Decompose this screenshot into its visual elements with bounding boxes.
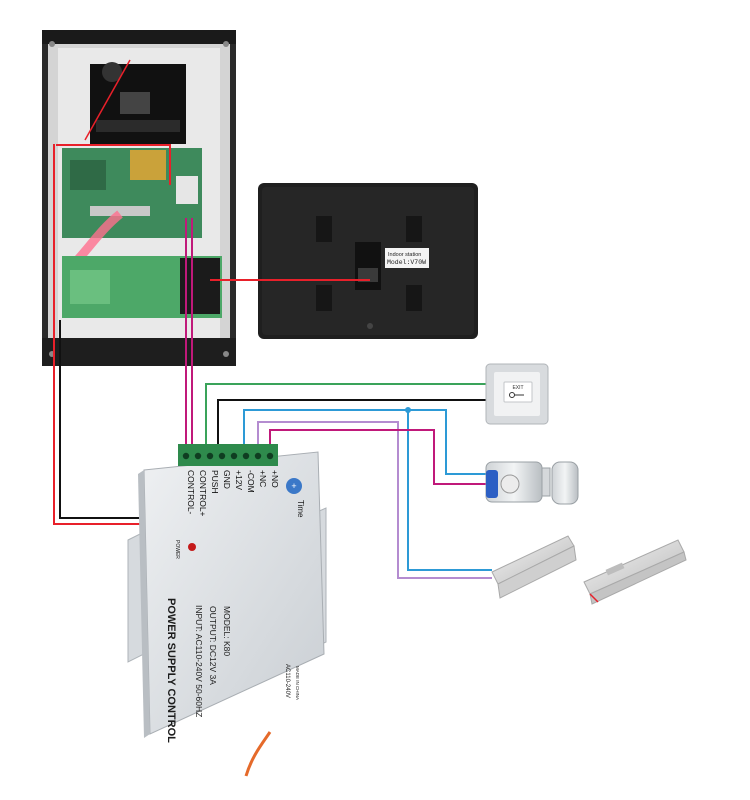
- psu-output: OUTPUT: DC12V 3A: [208, 606, 218, 685]
- terminal-plus12v: +12V: [234, 470, 244, 490]
- terminal-com: -COM: [246, 470, 256, 493]
- exit-label: EXIT: [512, 385, 523, 391]
- wire-blue-locks: [243, 409, 486, 475]
- exit-button: EXIT: [485, 363, 549, 425]
- indoor-monitor: Indoor station Model:V70W: [258, 183, 478, 339]
- wire-lilac-maglock: [257, 421, 492, 579]
- psu-ac-label: AC110-240V: [284, 664, 290, 698]
- wire-blue-maglock: [407, 410, 492, 571]
- power-supply-unit: CONTROL- CONTROL+ PUSH GND +12V -COM +NC…: [127, 444, 327, 743]
- mains-cable: [244, 731, 272, 777]
- terminal-push: PUSH: [210, 470, 220, 494]
- psu-made-in: MADE IN CHINA: [295, 666, 300, 700]
- outdoor-station: [42, 30, 236, 366]
- terminal-gnd: GND: [222, 470, 232, 489]
- psu-input: INPUT: AC110-240V 50-60HZ: [194, 605, 204, 717]
- time-label: Time: [296, 500, 305, 518]
- terminal-control-pos: CONTROL+: [198, 470, 208, 517]
- terminal-control-neg: CONTROL-: [186, 470, 196, 515]
- wire-green-exit: [205, 383, 486, 454]
- monitor-label-line1: Indoor station: [388, 252, 421, 258]
- terminal-no: +NO: [270, 470, 280, 488]
- monitor-label-line2: Model:V70W: [387, 259, 426, 266]
- wire-black-exit: [217, 399, 486, 454]
- terminal-nc: +NC: [258, 470, 268, 487]
- time-knob-icon[interactable]: [286, 478, 302, 494]
- power-led-icon: [188, 543, 196, 551]
- svg-text:+: +: [291, 481, 296, 491]
- monitor-label: [385, 248, 429, 268]
- electric-lock: [485, 461, 579, 505]
- magnetic-lock: [491, 535, 577, 599]
- bolt-lock: [583, 539, 687, 605]
- wire-magenta-lock: [269, 429, 486, 485]
- psu-title: POWER SUPPLY CONTROL: [165, 598, 177, 743]
- power-led-label: POWER: [174, 540, 180, 559]
- psu-model: MODEL: K80: [222, 606, 232, 656]
